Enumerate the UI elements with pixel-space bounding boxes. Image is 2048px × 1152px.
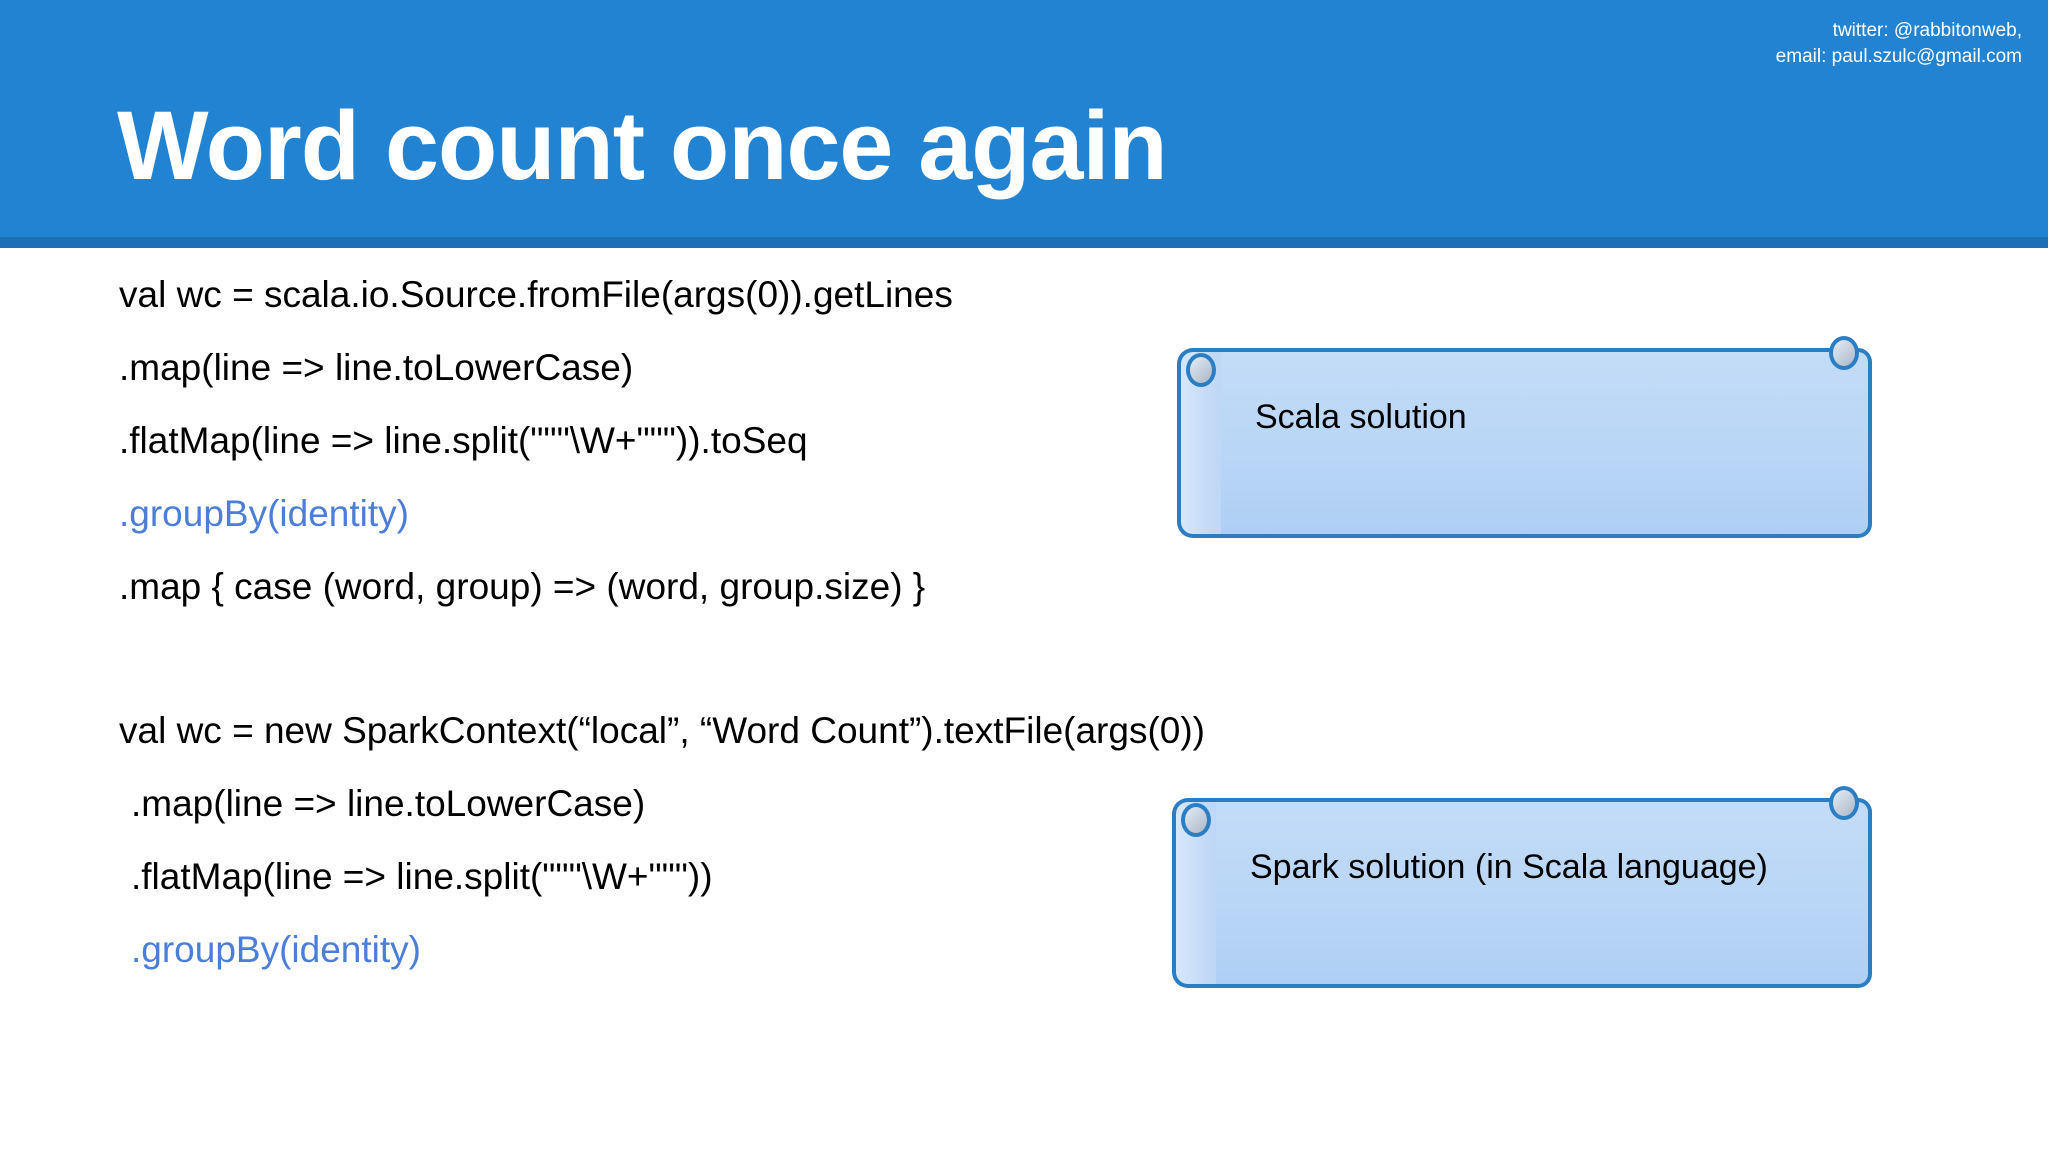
- callout-body: [1211, 348, 1872, 538]
- code-line-highlighted: .groupBy(identity): [119, 493, 409, 534]
- code-line-highlighted: .groupBy(identity): [131, 929, 421, 970]
- code-line: val wc = new SparkContext(“local”, “Word…: [119, 710, 1205, 751]
- code-block-spark: val wc = new SparkContext(“local”, “Word…: [119, 694, 1205, 986]
- callout-label: Scala solution: [1255, 398, 1467, 436]
- code-line: .map(line => line.toLowerCase): [119, 347, 634, 388]
- callout-spark-solution: Spark solution (in Scala language): [1172, 786, 1872, 988]
- contact-info: twitter: @rabbitonweb, email: paul.szulc…: [1776, 18, 2022, 70]
- contact-twitter: twitter: @rabbitonweb,: [1832, 20, 2022, 41]
- contact-email: email: paul.szulc@gmail.com: [1775, 46, 2022, 67]
- code-line: .map { case (word, group) => (word, grou…: [119, 566, 926, 607]
- scroll-roll-icon: [1177, 348, 1221, 538]
- callout-label: Spark solution (in Scala language): [1250, 848, 1768, 886]
- code-line: .flatMap(line => line.split("""\W+""")): [131, 856, 713, 897]
- code-line: .map(line => line.toLowerCase): [131, 783, 646, 824]
- page-title: Word count once again: [117, 91, 1168, 200]
- header-divider: [0, 237, 2048, 248]
- callout-scala-solution: Scala solution: [1177, 336, 1872, 538]
- scroll-curl-left-icon: [1186, 353, 1216, 387]
- code-block-scala: val wc = scala.io.Source.fromFile(args(0…: [119, 258, 953, 623]
- code-line: val wc = scala.io.Source.fromFile(args(0…: [119, 274, 953, 315]
- scroll-curl-right-icon: [1829, 786, 1859, 820]
- code-line: .flatMap(line => line.split("""\W+""")).…: [119, 420, 808, 461]
- scroll-curl-right-icon: [1829, 336, 1859, 370]
- callout-body: [1206, 798, 1872, 988]
- slide-header: twitter: @rabbitonweb, email: paul.szulc…: [0, 0, 2048, 237]
- scroll-curl-left-icon: [1181, 803, 1211, 837]
